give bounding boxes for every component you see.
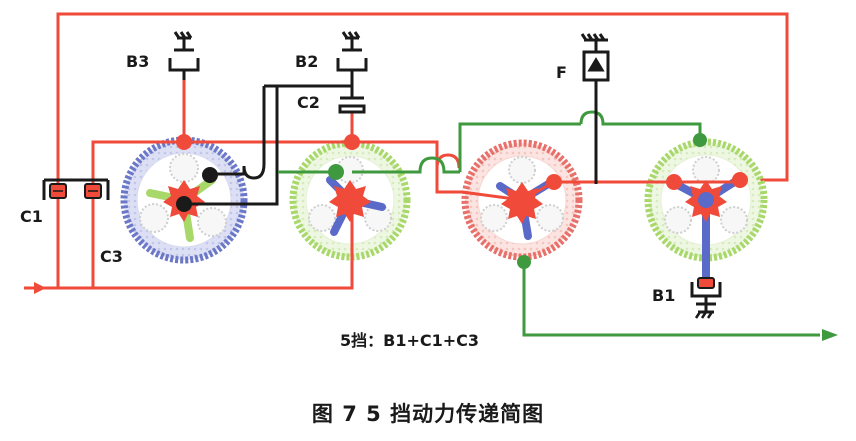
figure-caption: 图 7 5 挡动力传递简图 (311, 402, 545, 426)
green-output-lines (278, 110, 820, 337)
gear-formula: 5挡：B1+C1+C3 (340, 331, 479, 350)
top-red-loop (56, 12, 789, 288)
brake-b3-icon (168, 31, 200, 80)
input-arrow-icon (34, 282, 46, 294)
output-arrow-icon (822, 329, 838, 341)
label-b2: B2 (295, 52, 318, 71)
black-linkage (184, 84, 352, 206)
label-f: F (556, 63, 567, 82)
label-b1: B1 (652, 286, 675, 305)
label-c1: C1 (20, 207, 43, 226)
label-c3: C3 (100, 247, 123, 266)
brake-b1-icon (690, 277, 722, 319)
label-b3: B3 (126, 52, 149, 71)
one-way-clutch-f-icon (580, 33, 610, 82)
brake-b2-icon (336, 31, 368, 86)
clutch-c2-icon (338, 86, 366, 114)
label-c2: C2 (297, 93, 320, 112)
connection-dots (176, 133, 748, 269)
clutch-c1-icon (42, 178, 110, 200)
